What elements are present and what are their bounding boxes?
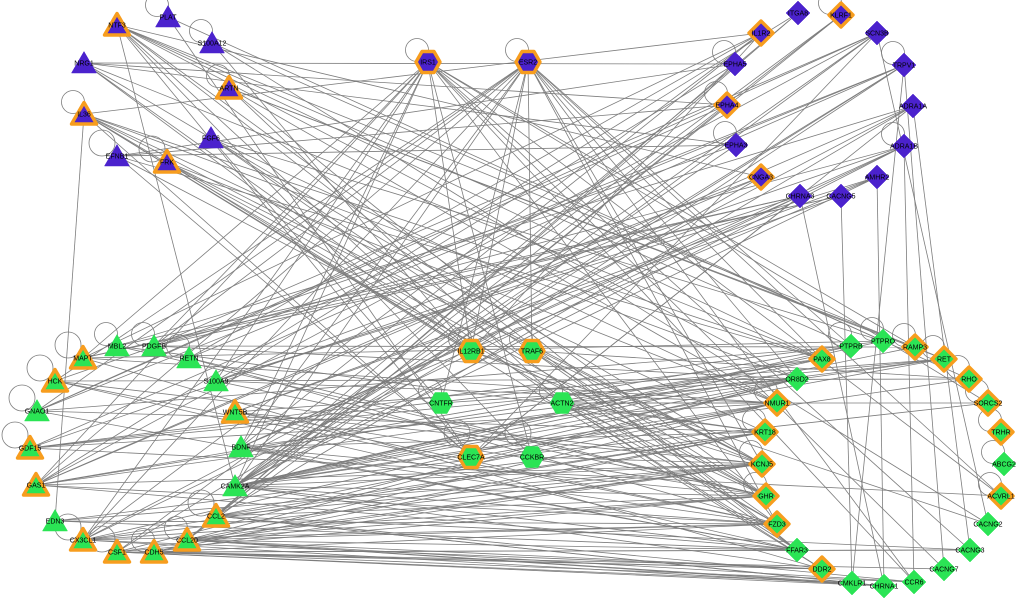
svg-text:KCNJ5: KCNJ5 [751,462,773,469]
svg-text:EDN3: EDN3 [46,519,65,526]
svg-text:IL1R2: IL1R2 [752,31,771,38]
svg-text:CX3CL1: CX3CL1 [70,538,97,545]
svg-text:CMKLR1: CMKLR1 [838,581,867,588]
svg-text:CACNG5: CACNG5 [826,194,855,201]
svg-text:S100A9: S100A9 [204,379,229,386]
svg-text:S100A12: S100A12 [198,41,227,48]
svg-text:ACVRL1: ACVRL1 [987,494,1014,501]
svg-text:RETN: RETN [179,356,198,363]
svg-text:RET: RET [937,357,952,364]
svg-text:FRK: FRK [160,160,174,167]
svg-text:EPHA3: EPHA3 [725,143,748,150]
svg-text:NTF3: NTF3 [108,23,126,30]
svg-text:MBL2: MBL2 [108,344,126,351]
svg-text:PAX8: PAX8 [813,357,830,364]
svg-text:FZD3: FZD3 [768,522,786,529]
svg-text:PTPRB: PTPRB [839,344,863,351]
svg-text:CACNG7: CACNG7 [929,567,958,574]
svg-text:TRHR: TRHR [991,430,1010,437]
svg-text:TRPV1: TRPV1 [893,63,916,70]
svg-text:KLRF1: KLRF1 [830,13,852,20]
svg-text:RAMP3: RAMP3 [903,345,927,352]
svg-text:ACTN2: ACTN2 [551,401,574,408]
svg-text:EFNB1: EFNB1 [106,154,129,161]
svg-text:ITGA8: ITGA8 [788,11,808,18]
svg-text:TRAF6: TRAF6 [521,349,543,356]
svg-text:PTPRO: PTPRO [871,339,896,346]
svg-text:SCN3B: SCN3B [865,31,889,38]
svg-text:MAPT: MAPT [73,356,93,363]
svg-text:GNAO1: GNAO1 [25,409,50,416]
svg-text:CCL2: CCL2 [207,514,225,521]
svg-text:PLAT: PLAT [160,15,178,22]
svg-text:HCK: HCK [48,379,63,386]
svg-text:GDF15: GDF15 [19,446,42,453]
svg-text:ADRA1B: ADRA1B [890,144,918,151]
svg-text:RHO: RHO [961,377,977,384]
svg-text:CHRNA1: CHRNA1 [870,584,899,591]
svg-text:CNTFR: CNTFR [429,401,453,408]
svg-text:EPHA4: EPHA4 [716,103,739,110]
svg-text:CSF1: CSF1 [108,550,126,557]
svg-text:WNT5B: WNT5B [223,410,248,417]
svg-text:CLEC7A: CLEC7A [457,455,485,462]
svg-text:CCL20: CCL20 [176,538,198,545]
svg-text:CDH5: CDH5 [144,550,163,557]
svg-text:BDNF: BDNF [231,445,250,452]
svg-text:ADRA1A: ADRA1A [899,104,927,111]
svg-text:EPHA5: EPHA5 [724,62,747,69]
svg-text:IL36: IL36 [77,112,91,119]
svg-text:CNGA3: CNGA3 [749,175,773,182]
svg-text:IL12RB1: IL12RB1 [457,349,484,356]
svg-text:AMHR2: AMHR2 [865,175,890,182]
svg-text:DDR2: DDR2 [812,567,831,574]
svg-text:OR8D2: OR8D2 [785,377,808,384]
svg-text:KRT18: KRT18 [754,430,776,437]
svg-text:FFAR3: FFAR3 [786,548,808,555]
svg-text:CCR6: CCR6 [904,580,923,587]
svg-text:CAMK2A: CAMK2A [221,484,250,491]
svg-text:IRS1: IRS1 [420,60,436,67]
svg-text:NRG1: NRG1 [74,61,94,68]
svg-text:CACNG3: CACNG3 [955,548,984,555]
svg-text:CHRNA3: CHRNA3 [786,194,815,201]
svg-text:CACNG2: CACNG2 [973,522,1002,529]
svg-text:GAS1: GAS1 [27,483,46,490]
svg-text:NMUR1: NMUR1 [765,401,790,408]
svg-text:ARTN: ARTN [220,86,239,93]
svg-text:CCKBR: CCKBR [520,455,545,462]
svg-text:GHR: GHR [758,494,774,501]
svg-text:FGF6: FGF6 [202,136,220,143]
svg-text:ESR2: ESR2 [519,60,537,67]
svg-text:PDGFB: PDGFB [142,344,166,351]
svg-text:ABCG2: ABCG2 [992,462,1016,469]
svg-text:SORCS2: SORCS2 [974,401,1003,408]
